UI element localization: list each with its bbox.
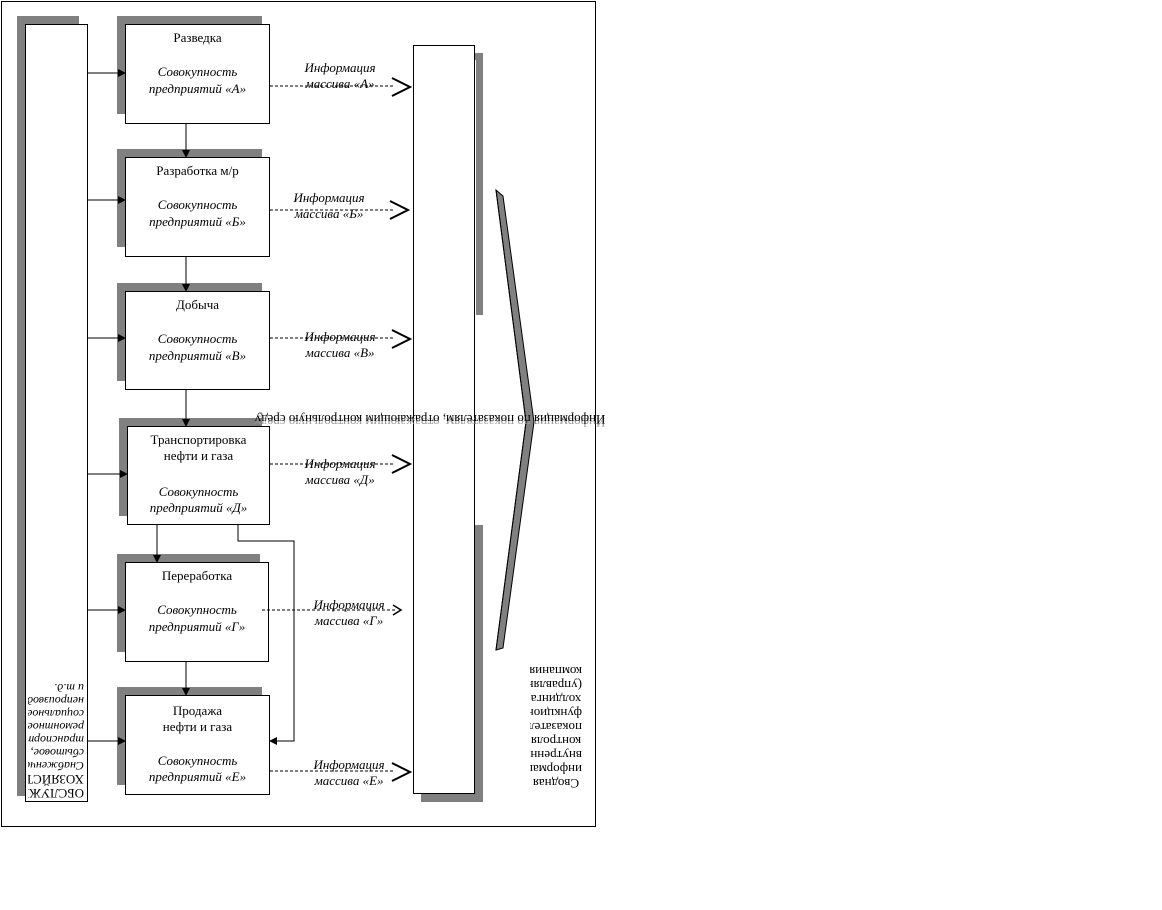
stage-subtitle-line1: Совокупность: [158, 484, 239, 499]
info-label-g: Информация массива «Г»: [306, 597, 392, 629]
stage-subtitle-line2: предприятий «В»: [148, 348, 247, 363]
info-label-line2: массива «Д»: [305, 472, 375, 487]
info-label-line1: Информация: [304, 329, 376, 344]
info-label-line2: массива «Е»: [314, 773, 384, 788]
collector-box: [413, 45, 475, 794]
stage-subtitle-line1: Совокупность: [157, 753, 238, 768]
stage-subtitle-line2: предприятий «Г»: [148, 619, 246, 634]
info-label-line1: Информация: [313, 757, 385, 772]
stage-title: Добыча: [175, 297, 220, 312]
stage-box-transportation: Транспортировка нефти и газа Совокупност…: [127, 426, 270, 525]
stage-subtitle-line1: Совокупность: [157, 602, 237, 617]
stage-subtitle-line2: предприятий «А»: [148, 81, 247, 96]
diagram-frame: [1, 1, 596, 827]
stage-box-refining: Переработка Совокупность предприятий «Г»: [125, 562, 269, 662]
stage-title: Разведка: [173, 30, 222, 45]
stage-subtitle-line2: предприятий «Е»: [148, 769, 247, 784]
stage-subtitle-line1: Совокупность: [157, 331, 238, 346]
service-units-box: [25, 24, 88, 802]
summary-info-text: Сводная информация внутреннего контроля …: [530, 664, 582, 790]
info-label-e: Информация массива «Е»: [306, 757, 392, 789]
stage-title: Транспортировка нефти и газа: [150, 432, 247, 463]
info-label-line1: Информация: [293, 190, 365, 205]
stage-title: Переработка: [161, 568, 233, 583]
info-label-line2: массива «В»: [305, 345, 375, 360]
stage-title: Продажа нефти и газа: [162, 703, 233, 734]
collector-text: Информация по показателям, отражающим ко…: [254, 412, 606, 427]
info-label-line1: Информация: [313, 597, 385, 612]
stage-subtitle-line1: Совокупность: [157, 197, 238, 212]
stage-box-sales: Продажа нефти и газа Совокупность предпр…: [125, 695, 270, 795]
stage-subtitle-line1: Совокупность: [157, 64, 238, 79]
info-label-v: Информация массива «В»: [297, 329, 383, 361]
stage-box-production: Добыча Совокупность предприятий «В»: [125, 291, 270, 390]
info-label-line2: массива «Г»: [314, 613, 384, 628]
stage-subtitle-line2: предприятий «Б»: [149, 214, 246, 229]
stage-box-field-development: Разработка м/р Совокупность предприятий …: [125, 157, 270, 257]
info-label-a: Информация массива «А»: [297, 60, 383, 92]
info-label-line2: массива «А»: [305, 76, 375, 91]
stage-subtitle-line2: предприятий «Д»: [149, 500, 248, 515]
info-label-line1: Информация: [304, 60, 376, 75]
stage-box-exploration: Разведка Совокупность предприятий «А»: [125, 24, 270, 124]
stage-title: Разработка м/р: [156, 163, 239, 178]
